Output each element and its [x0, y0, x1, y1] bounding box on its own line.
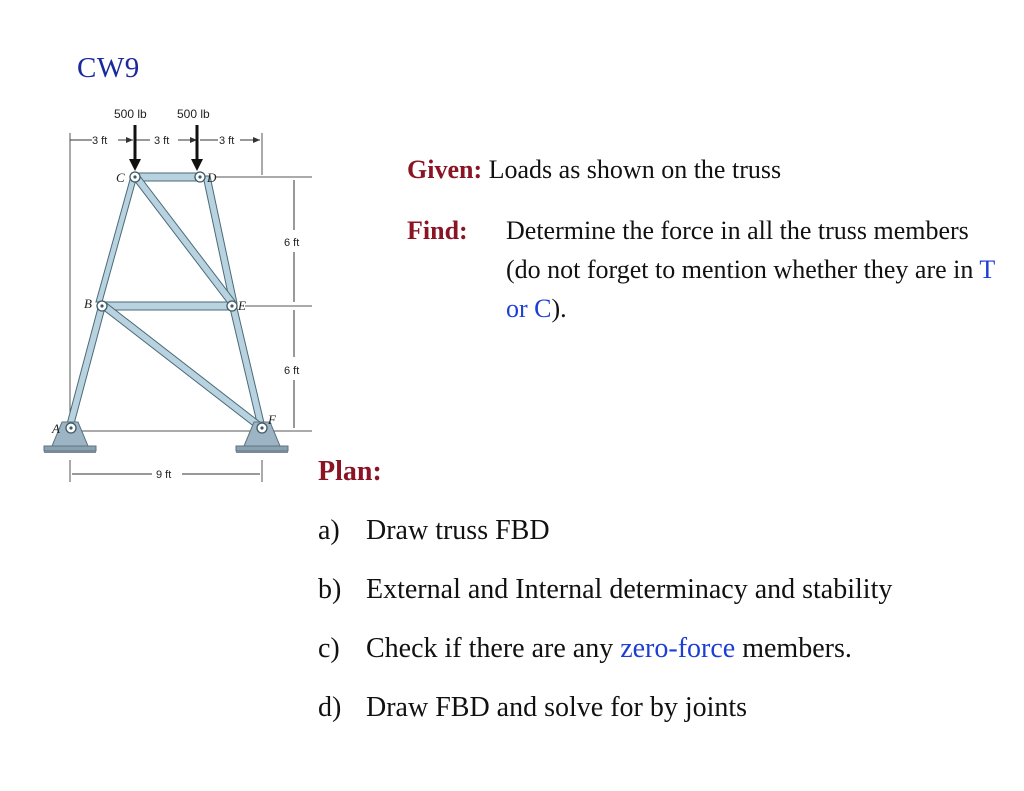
plan-item-text: Draw FBD and solve for by joints: [366, 692, 748, 723]
tension-letter: T: [979, 255, 995, 284]
load-arrowhead-c: [129, 159, 141, 171]
plan-item-letter: b): [318, 574, 342, 605]
joint-label-d: D: [206, 170, 217, 185]
given-statement: Given: Loads as shown on the truss: [407, 150, 781, 189]
zero-force-highlight: zero-force: [620, 633, 736, 664]
joint-label-a: A: [51, 421, 60, 436]
load-label-c: 500 lb: [114, 107, 147, 121]
given-text: Loads as shown on the truss: [488, 155, 782, 184]
plan-item-text: External and Internal determinacy and st…: [366, 574, 893, 605]
dim-height-lower: 6 ft: [284, 365, 299, 377]
find-text: Determine the force in all the truss mem…: [506, 211, 1006, 328]
plan-item-text: Check if there are any: [366, 633, 621, 664]
plan-item-d: d) Draw FBD and solve for by joints: [318, 692, 892, 751]
joint-label-c: C: [116, 170, 125, 185]
plan-item-a: a) Draw truss FBD: [318, 515, 892, 574]
given-label: Given:: [407, 155, 483, 184]
find-label: Find:: [407, 216, 468, 245]
compression-letter: C: [534, 294, 552, 323]
plan-item-letter: c): [318, 633, 340, 664]
plan-item-text-end: members.: [735, 633, 852, 664]
plan-item-b: b) External and Internal determinacy and …: [318, 574, 892, 633]
page-title: CW9: [77, 52, 140, 84]
truss-members: [66, 172, 266, 432]
dim-top-2: 3 ft: [154, 135, 169, 147]
truss-diagram: 3 ft 3 ft 3 ft 6 ft 6 ft 9 ft: [43, 107, 312, 482]
plan-item-letter: a): [318, 515, 340, 546]
find-statement: Find: Determine the force in all the tru…: [407, 211, 1007, 323]
dim-top-1: 3 ft: [92, 135, 107, 147]
dim-top-3: 3 ft: [219, 135, 234, 147]
joint-label-b: B: [84, 296, 92, 311]
plan-item-c: c) Check if there are any zero-force memb…: [318, 633, 892, 692]
load-arrowhead-d: [191, 159, 203, 171]
joint-label-f: F: [267, 412, 277, 427]
support-f: [235, 421, 289, 452]
plan-item-text: Draw truss FBD: [366, 515, 550, 546]
plan-heading: Plan:: [318, 456, 382, 487]
dim-height-upper: 6 ft: [284, 237, 299, 249]
joint-label-e: E: [237, 298, 246, 313]
or-word: or: [506, 294, 528, 323]
find-text-end: ).: [551, 294, 567, 323]
load-label-d: 500 lb: [177, 107, 210, 121]
dim-base: 9 ft: [156, 469, 171, 481]
plan-list: a) Draw truss FBD b) External and Internal…: [318, 515, 892, 751]
find-text-main: Determine the force in all the truss mem…: [506, 216, 980, 284]
plan-item-letter: d): [318, 692, 342, 723]
